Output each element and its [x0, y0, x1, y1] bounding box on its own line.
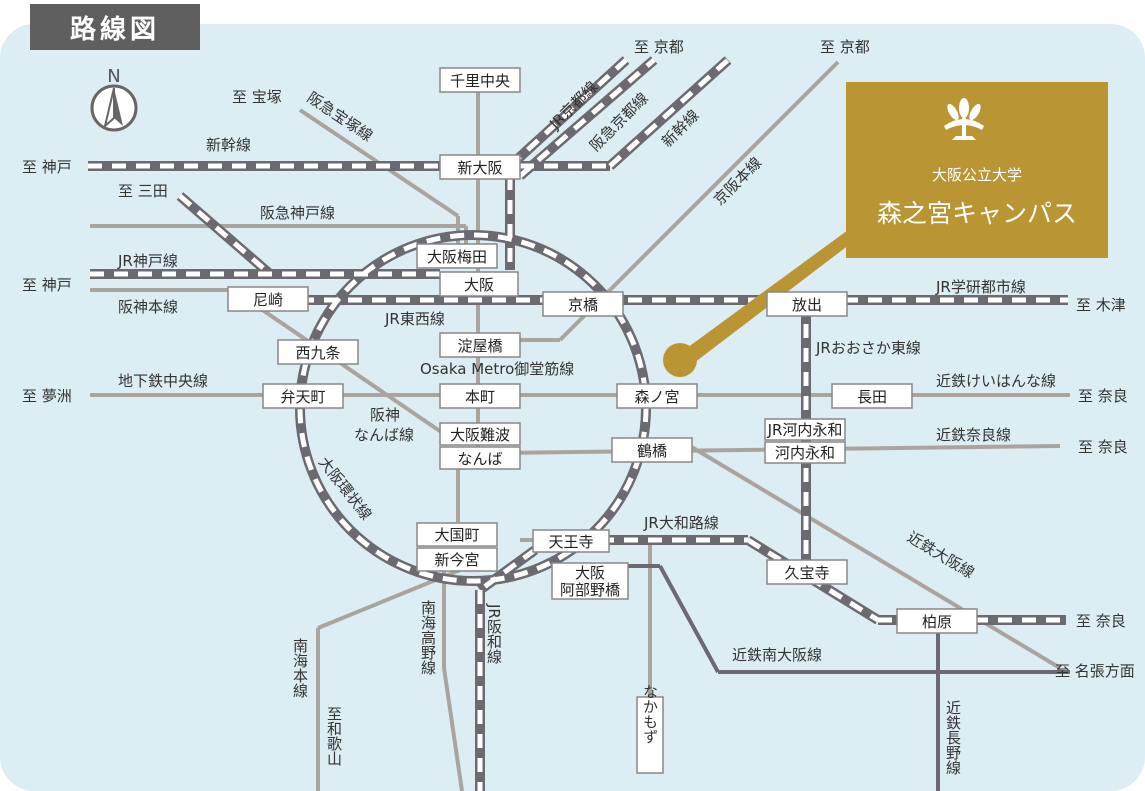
station-osaka: 大阪: [464, 276, 494, 294]
label-kintetsu-nagano: 近鉄長野線: [944, 700, 962, 775]
station-nagata: 長田: [857, 388, 887, 406]
station-morinomiya: 森ノ宮: [634, 388, 679, 406]
station-amagasaki: 尼崎: [253, 291, 283, 309]
label-jr-tozai: JR東西線: [384, 310, 445, 328]
line-kintetsu-osaka: [688, 444, 1062, 670]
station-abenobashi-line1: 大阪: [575, 564, 605, 582]
label-hanshin: 阪神本線: [118, 298, 178, 316]
dest-takarazuka: 至 宝塚: [232, 88, 282, 106]
station-namba: なんば: [457, 450, 502, 468]
dest-sanda: 至 三田: [118, 182, 168, 200]
station-honmachi: 本町: [465, 388, 495, 406]
station-yodoyabashi: 淀屋橋: [457, 337, 502, 355]
label-nankai-main: 南海本線: [291, 638, 309, 698]
dest-kobe-2: 至 神戸: [22, 276, 72, 294]
label-jr-osakahigashi: JRおおさか東線: [815, 339, 921, 357]
station-kyuhoji: 久宝寺: [784, 564, 829, 582]
station-tsuruhashi: 鶴橋: [637, 442, 667, 460]
label-jr-yamatoji: JR大和路線: [643, 514, 719, 532]
label-kintetsu-minamiosaka: 近鉄南大阪線: [732, 646, 822, 664]
label-hankyu-kobe: 阪急神戸線: [260, 204, 335, 222]
page-title: 路線図: [70, 14, 160, 45]
campus-name: 森之宮キャンパス: [877, 199, 1077, 228]
station-bentencho: 弁天町: [280, 388, 325, 406]
header: 路線図: [30, 4, 200, 50]
label-jr-gakkentoshi: JR学研都市線: [935, 278, 1026, 296]
label-nankai-koya: 南海高野線: [419, 600, 437, 675]
dest-kyoto-2: 至 京都: [820, 38, 870, 56]
station-hanaten: 放出: [792, 296, 822, 314]
label-jr-kobe: JR神戸線: [117, 252, 178, 270]
dest-yumeshima: 至 夢洲: [22, 387, 72, 405]
station-abenobashi-line2: 阿部野橋: [560, 581, 620, 599]
dest-kyoto-1: 至 京都: [634, 38, 684, 56]
stations: [227, 67, 978, 774]
campus-dot: [663, 343, 697, 377]
label-jr-hanwa: JR阪和線: [485, 603, 503, 664]
station-shinosaka: 新大阪: [457, 159, 502, 177]
station-shinimamiya: 新今宮: [434, 551, 479, 569]
station-kyobashi: 京橋: [568, 296, 598, 314]
station-kashiwara: 柏原: [922, 613, 952, 631]
label-hanshin-namba-2: なんば線: [354, 426, 414, 444]
station-kawachieiwa: 河内永和: [775, 444, 835, 462]
station-jr-kawachieiwa: JR河内永和: [767, 421, 843, 439]
dest-nara-3: 至 奈良: [1076, 612, 1126, 630]
station-senrichuo: 千里中央: [450, 72, 510, 90]
dest-nabari: 至 名張方面: [1055, 662, 1135, 680]
line-hanshin-namba: [243, 296, 452, 440]
station-nishikujo: 西九条: [295, 344, 340, 362]
destination-labels: 至 京都 至 京都 至 宝塚 至 神戸 至 三田 至 神戸 至 夢洲 至 木津 …: [22, 38, 1135, 680]
dest-nara-2: 至 奈良: [1078, 438, 1128, 456]
station-nakamozu: なかもず: [641, 684, 659, 744]
compass-label: N: [107, 66, 120, 87]
label-kintetsu-nara: 近鉄奈良線: [936, 426, 1011, 444]
label-shinkansen-w: 新幹線: [206, 136, 251, 154]
campus-university: 大阪公立大学: [932, 166, 1022, 184]
label-to-wakayama: 至和歌山: [325, 706, 343, 766]
label-midosuji: Osaka Metro御堂筋線: [420, 360, 574, 378]
university-logo-icon: [944, 98, 984, 140]
label-keihanna: 近鉄けいはんな線: [936, 372, 1056, 390]
station-tennoji: 天王寺: [548, 533, 593, 551]
station-osakaumeda: 大阪梅田: [427, 248, 487, 266]
station-labels: 千里中央 新大阪 大阪梅田 大阪 尼崎 京橋 放出 西九条 淀屋橋 弁天町 本町…: [253, 72, 952, 744]
station-osakanamba: 大阪難波: [450, 426, 510, 444]
campus-box: 大阪公立大学 森之宮キャンパス: [846, 82, 1108, 258]
dest-nara-1: 至 奈良: [1078, 387, 1128, 405]
dest-kizu: 至 木津: [1076, 296, 1126, 314]
dest-kobe-1: 至 神戸: [22, 158, 72, 176]
compass-icon: N: [90, 66, 138, 132]
label-hanshin-namba-1: 阪神: [370, 406, 400, 424]
station-daikokucho: 大国町: [434, 526, 479, 544]
dark-lines: [620, 564, 1070, 791]
label-chuo: 地下鉄中央線: [118, 372, 208, 390]
